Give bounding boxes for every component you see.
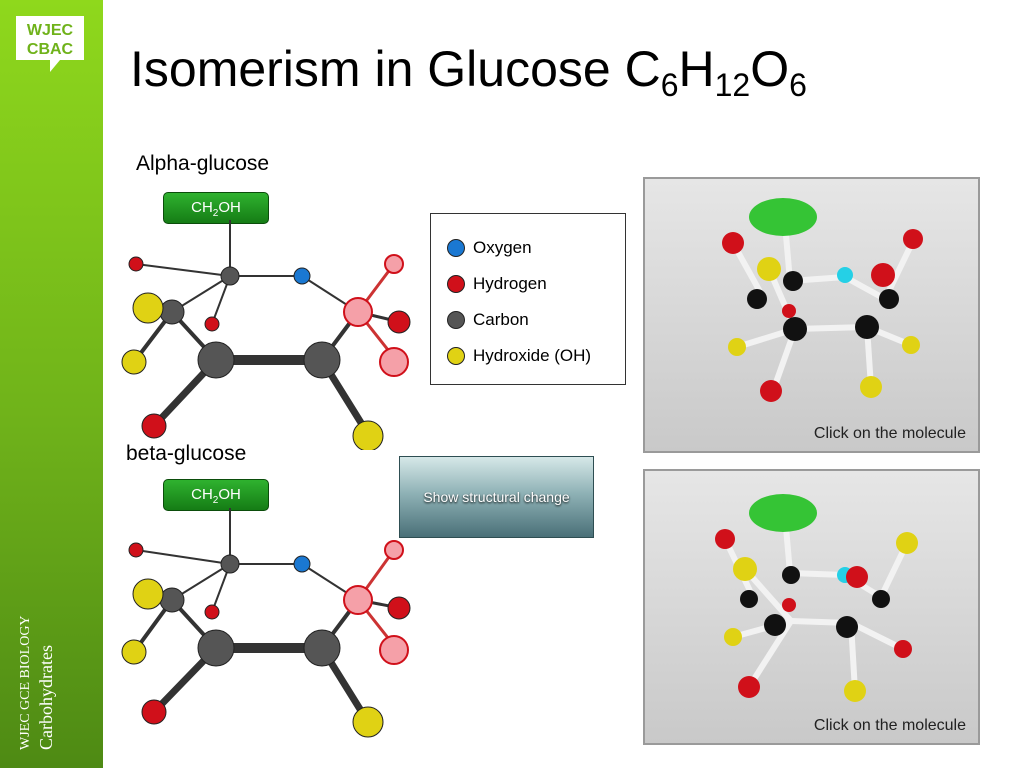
carbon-atom (197, 629, 235, 667)
hydroxide-atom (121, 639, 147, 665)
hydrogen-color-swatch (447, 275, 465, 293)
carbon-atom (836, 616, 858, 638)
alpha-glucose-molecule (121, 220, 411, 450)
carbon-atom (303, 629, 341, 667)
carbon-atom (782, 566, 800, 584)
panel-caption: Click on the molecule (813, 717, 966, 734)
hydroxide-atom (121, 349, 147, 375)
carbon-atom (879, 289, 899, 309)
highlighted-hydrogen-atom (384, 540, 404, 560)
alpha-3d-molecule-panel[interactable]: Click on the molecule (643, 177, 980, 453)
course-name: WJEC GCE BIOLOGY (18, 615, 33, 750)
carbon-atom (740, 590, 758, 608)
carbon-atom (220, 554, 240, 574)
hydroxide-atom (728, 338, 746, 356)
legend-item-oxygen: Oxygen (447, 238, 532, 258)
carbon-color-swatch (447, 311, 465, 329)
carbon-atom (764, 614, 786, 636)
hydroxide-atom (132, 578, 164, 610)
legend-item-hydrogen: Hydrogen (447, 274, 547, 294)
svg-text:WJEC: WJEC (27, 22, 74, 39)
atom-legend: Oxygen Hydrogen Carbon Hydroxide (OH) (430, 213, 626, 385)
beta-3d-molecule-panel[interactable]: Click on the molecule (643, 469, 980, 745)
carbon-atom (159, 299, 185, 325)
hydrogen-atom (782, 598, 796, 612)
hydrogen-atom (760, 380, 782, 402)
hydrogen-atom (738, 676, 760, 698)
highlighted-hydroxide-atom (379, 347, 409, 377)
page-title: Isomerism in Glucose C6H12O6 (130, 41, 807, 103)
svg-text:CBAC: CBAC (27, 41, 74, 58)
hydrogen-atom (722, 232, 744, 254)
oxygen-atom (293, 267, 311, 285)
beta-glucose-molecule (121, 508, 411, 738)
show-structural-change-button[interactable]: Show structural change (399, 456, 594, 538)
hydroxide-atom (352, 420, 384, 450)
hydroxide-atom (844, 680, 866, 702)
carbon-atom (197, 341, 235, 379)
hydroxide-atom (860, 376, 882, 398)
hydrogen-atom (141, 699, 167, 725)
hydroxide-atom (724, 628, 742, 646)
beta-glucose-label: beta-glucose (126, 442, 247, 465)
panel-caption: Click on the molecule (813, 425, 966, 442)
legend-item-hydroxide: Hydroxide (OH) (447, 346, 591, 366)
hydroxide-atom (733, 557, 757, 581)
hydrogen-atom (903, 229, 923, 249)
oxygen-atom (837, 267, 853, 283)
carbon-atom (220, 266, 240, 286)
highlighted-carbon-atom (343, 585, 373, 615)
carbon-atom (872, 590, 890, 608)
alpha-3d-molecule[interactable] (645, 179, 980, 453)
highlighted-hydroxide-atom (379, 635, 409, 665)
hydrogen-atom (846, 566, 868, 588)
carbon-atom (783, 271, 803, 291)
beta-ch2oh-group: CH2OH (163, 479, 269, 511)
hydrogen-atom (128, 542, 144, 558)
hydroxide-atom (896, 532, 918, 554)
hydrogen-atom (128, 256, 144, 272)
alpha-glucose-label: Alpha-glucose (136, 152, 270, 175)
hydrogen-atom (204, 604, 220, 620)
ch2oh-group-ellipse (749, 198, 817, 236)
beta-3d-molecule[interactable] (645, 471, 980, 745)
hydroxide-atom (352, 706, 384, 738)
sidebar-footer: WJEC GCE BIOLOGY Carbohydrates (18, 615, 57, 750)
hydroxide-color-swatch (447, 347, 465, 365)
oxygen-atom (293, 555, 311, 573)
legend-item-carbon: Carbon (447, 310, 529, 330)
hydrogen-atom (894, 640, 912, 658)
oxygen-color-swatch (447, 239, 465, 257)
carbon-atom (303, 341, 341, 379)
hydrogen-atom (871, 263, 895, 287)
carbon-atom (159, 587, 185, 613)
sidebar: WJEC CBAC WJEC GCE BIOLOGY Carbohydrates (0, 0, 103, 768)
topic-name: Carbohydrates (36, 645, 56, 750)
hydroxide-atom (902, 336, 920, 354)
hydrogen-atom (141, 413, 167, 439)
carbon-atom (747, 289, 767, 309)
alpha-ch2oh-group: CH2OH (163, 192, 269, 224)
hydroxide-atom (757, 257, 781, 281)
hydrogen-atom (715, 529, 735, 549)
carbon-atom (855, 315, 879, 339)
hydrogen-atom (204, 316, 220, 332)
hydrogen-atom (782, 304, 796, 318)
hydrogen-atom (387, 310, 411, 334)
wjec-logo: WJEC CBAC (16, 16, 84, 72)
highlighted-hydrogen-atom (384, 254, 404, 274)
hydrogen-atom (387, 596, 411, 620)
ch2oh-group-ellipse (749, 494, 817, 532)
highlighted-carbon-atom (343, 297, 373, 327)
carbon-atom (783, 317, 807, 341)
hydroxide-atom (132, 292, 164, 324)
